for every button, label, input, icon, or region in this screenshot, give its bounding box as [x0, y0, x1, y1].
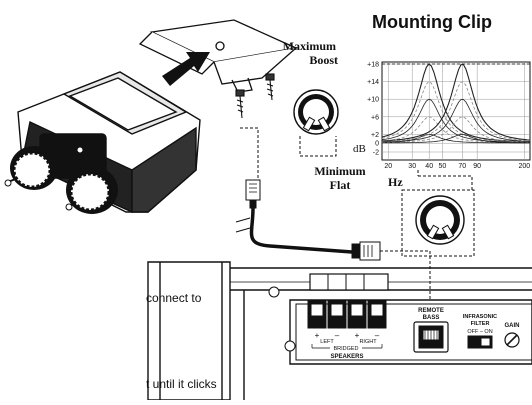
- gain-control: [504, 332, 520, 348]
- screw-head-2: [284, 340, 296, 352]
- infrasonic-switch: [467, 335, 493, 349]
- chart-y-tick-label: -2: [373, 150, 379, 157]
- hz-label: Hz: [388, 175, 403, 189]
- bridged-bracket: [311, 344, 383, 349]
- max-label-2: Boost: [309, 53, 338, 67]
- instruction-line-1: connect to: [146, 291, 202, 305]
- filter-label: FILTER: [471, 321, 490, 327]
- chart-x-tick-label: 20: [384, 163, 392, 170]
- term-plus-2: +: [355, 331, 360, 340]
- min-label-1: Minimum: [314, 164, 365, 178]
- response-chart: +18 +14 +10 +6 +2 0 -2 20 30 40 50 70 90 200: [367, 61, 531, 170]
- chart-response-curve: [381, 63, 531, 142]
- screw-head-1: [268, 286, 280, 298]
- chart-x-tick-label: 200: [519, 163, 531, 170]
- chart-response-curve: [381, 134, 531, 144]
- rj-plug-top: [245, 179, 261, 209]
- chart-y-tick-label: +18: [367, 62, 379, 69]
- speaker-terminals: [307, 299, 387, 329]
- chart-response-curve: [381, 98, 530, 143]
- right-label: RIGHT: [359, 339, 377, 345]
- led-indicator: [76, 146, 84, 154]
- chart-response-curve: [381, 116, 531, 143]
- infrasonic-label: INFRASONIC: [463, 314, 497, 320]
- term-plus-1: +: [315, 331, 320, 340]
- chart-y-tick-label: +14: [367, 79, 379, 86]
- term-minus-1: –: [335, 331, 340, 340]
- db-label: dB: [353, 143, 366, 155]
- chart-y-tick-label: +2: [371, 132, 379, 139]
- chart-response-curve: [381, 99, 531, 143]
- chart-response-curve: [381, 81, 531, 143]
- min-label-2: Flat: [330, 178, 351, 192]
- min-bracket: [299, 136, 337, 157]
- chart-response-curve: [381, 81, 531, 142]
- chart-response-curve: [381, 63, 531, 143]
- speakers-label: SPEAKERS: [330, 354, 363, 360]
- chart-response-curve: [381, 116, 530, 144]
- insert-arrow: [162, 52, 210, 86]
- cable-break: [235, 217, 251, 233]
- instruction-line-2: t until it clicks: [146, 377, 217, 391]
- mounting-screws: [235, 73, 275, 119]
- left-label: LEFT: [320, 339, 334, 345]
- chart-x-tick-label: 30: [408, 163, 416, 170]
- gain-label: GAIN: [505, 323, 520, 329]
- chart-x-tick-label: 90: [473, 163, 481, 170]
- rj-plug-end: [351, 241, 381, 261]
- frequency-knob-closeup: [415, 195, 465, 245]
- housing-knob-left: [4, 146, 58, 190]
- term-minus-2: –: [375, 331, 380, 340]
- max-label-1: Maximum: [283, 39, 336, 53]
- chart-x-tick-label: 40: [425, 163, 433, 170]
- remote-label: REMOTE: [418, 308, 444, 314]
- cable: [249, 207, 353, 254]
- boost-knob-closeup: [293, 89, 339, 135]
- housing-knob-right: [65, 166, 118, 214]
- plug-leader: [380, 250, 431, 300]
- bass-label: BASS: [423, 315, 440, 321]
- hz-knob-box: [401, 189, 475, 257]
- chart-x-tick-label: 50: [439, 163, 447, 170]
- bridged-label: BRIDGED: [333, 346, 358, 352]
- title: Mounting Clip: [372, 12, 492, 32]
- chart-y-tick-label: +10: [367, 97, 379, 104]
- leader-line: [240, 127, 259, 178]
- off-on-label: OFF – ON: [467, 329, 492, 335]
- remote-bass-jack: [413, 321, 449, 353]
- chart-y-tick-label: 0: [375, 141, 379, 148]
- chart-x-tick-label: 70: [458, 163, 466, 170]
- hz-bracket: [417, 170, 473, 190]
- mounting-clip: [138, 19, 299, 93]
- chart-y-tick-label: +6: [371, 114, 379, 121]
